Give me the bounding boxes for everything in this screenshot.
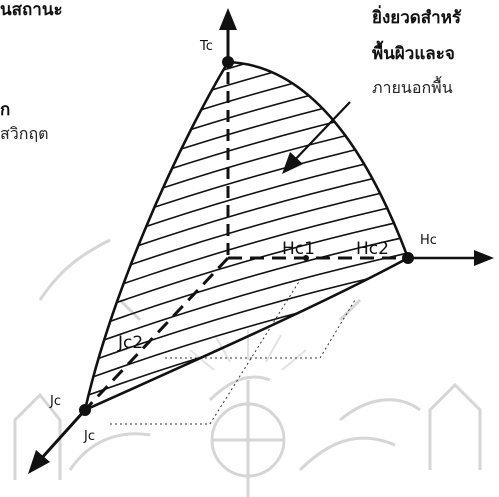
tc-arrowhead — [219, 8, 237, 30]
tc-axis-label: Tc — [199, 39, 213, 54]
text-left-mid: ก — [0, 100, 11, 120]
tc-intercept-dot — [222, 56, 234, 68]
hatch-line — [85, 113, 408, 225]
text-right-line2: พื้นผิวและจ — [372, 44, 455, 64]
hatch-line — [85, 62, 408, 126]
hatch-line — [85, 212, 408, 324]
hatch-line — [85, 62, 408, 143]
hatch-line — [85, 96, 408, 209]
critical-surface-outline — [83, 60, 410, 413]
hatch-line — [85, 294, 408, 407]
jc-point-label: Jc — [49, 394, 61, 409]
jc-axis-line — [83, 256, 230, 412]
hatch-line — [85, 261, 408, 374]
hatch-line — [85, 344, 408, 410]
hatch-line — [85, 80, 408, 192]
jc2-label: Jc2 — [117, 333, 143, 353]
hatch-line — [85, 327, 408, 410]
text-top-left: นสถานะ — [0, 0, 63, 20]
jc-intercept-dot — [79, 404, 91, 416]
hatch-line — [85, 63, 408, 176]
hc1-label: Hc1 — [282, 239, 315, 259]
hc-axis-label: Hc — [420, 233, 437, 248]
jc-axis-arrow — [38, 408, 87, 462]
jc-arrowhead — [28, 450, 50, 474]
hatch-line — [85, 129, 408, 242]
hatch-line — [85, 311, 408, 410]
hc-intercept-dot — [402, 252, 414, 264]
jc-bottom-label: Jc — [83, 429, 95, 444]
dotted-guides — [110, 279, 356, 425]
origin-dot — [303, 255, 309, 261]
hc2-label: Hc2 — [356, 239, 389, 259]
text-right-line3: ภายนอกพื้น — [372, 78, 453, 97]
incident-arrow-line — [289, 101, 351, 166]
text-right-line1: ยิ่งยวดสำหรั — [372, 8, 462, 28]
hc-arrowhead — [474, 250, 494, 266]
incident-arrowhead — [282, 152, 303, 174]
text-left-lower: สวิกฤต — [0, 124, 49, 143]
